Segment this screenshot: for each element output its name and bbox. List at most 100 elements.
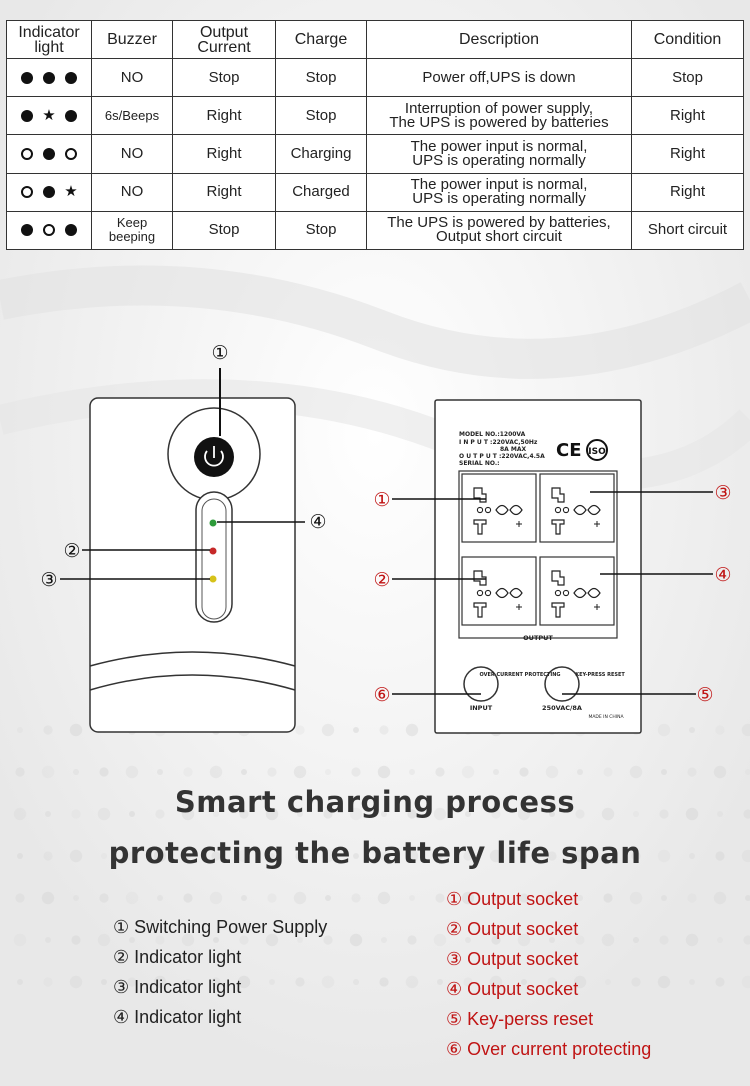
rear-callout-5: ⑤ [696,684,713,706]
background-dot [687,767,697,777]
filled-light-icon [21,109,33,122]
background-dot [689,979,695,985]
background-dot [321,975,335,989]
background-dot [377,765,391,779]
background-dot [41,765,55,779]
background-dot [519,893,529,903]
buzzer-cell: Keep beeping [91,210,173,251]
background-dot [717,937,723,943]
background-dot [321,849,335,863]
charge-cell: Charging [275,134,367,174]
background-dot [127,851,137,861]
output-label: OUTPUT [523,634,553,642]
filled-light-icon [21,224,33,237]
condition-cell: Right [631,172,744,212]
background-dot [353,727,359,733]
background-dot [461,765,475,779]
background-dot [321,723,335,737]
key-press-label: KEY-PRESS RESET [575,672,625,678]
background-dot [517,807,531,821]
background-dot [237,849,251,863]
background-dot [685,933,699,947]
background-dot [97,933,111,947]
output-socket-3[interactable] [461,556,537,626]
header-output-current: Output Current [172,20,276,59]
indicator-lights-cell [6,134,92,174]
output-socket-2[interactable] [539,473,615,543]
output-current-cell: Right [172,96,276,136]
model-line-3: 8A MAX [500,446,527,453]
background-dot [713,891,727,905]
background-dot [101,853,107,859]
key-press-reset[interactable] [544,666,580,702]
indicator-lights-cell: ★ [6,172,92,212]
background-dot [295,977,305,987]
background-dot [129,811,135,817]
star-light-icon: ★ [42,106,56,124]
background-dot [547,977,557,987]
power-button[interactable] [194,437,234,477]
indicator-lights-cell: ★ [6,96,92,136]
rear-callout-2: ② [373,569,390,591]
background-dot [661,895,667,901]
legend-left-item: ③ Indicator light [113,977,242,997]
background-dot [573,849,587,863]
background-dot [181,807,195,821]
model-line-4: O U T P U T :220VAC,4.5A [459,453,545,460]
output-current-cell: Stop [172,57,276,98]
header-condition: Condition [631,20,744,59]
background-dot [13,933,27,947]
filled-light-icon [65,71,77,84]
background-dot [493,769,499,775]
rear-callout-1: ① [373,489,390,511]
background-dot [405,975,419,989]
legend-right-item: ⑤ Key-perss reset [446,1009,594,1029]
background-dot [239,935,249,945]
model-line-1: MODEL NO.:1200VA [459,431,526,438]
background-dot [407,809,417,819]
background-dot [265,933,279,947]
background-dot [405,723,419,737]
output-socket-1[interactable] [461,473,537,543]
background-dot [741,975,750,989]
description-line-2: UPS is operating normally [412,151,586,169]
description-cell: The UPS is powered by batteries,Output s… [366,210,632,251]
background-dot [717,811,723,817]
buzzer-cell: NO [91,57,173,98]
background-dot [685,807,699,821]
background-dot [405,849,419,863]
charge-cell: Stop [275,210,367,251]
front-panel: ① ④ ② ③ [40,342,327,733]
header-charge: Charge [275,20,367,59]
background-dot [743,935,750,945]
background-dot [71,935,81,945]
background-dot [521,853,527,859]
description-line-2: The UPS is powered by batteries [389,113,609,131]
made-in-label: MADE IN CHINA [588,714,624,720]
background-dot [605,979,611,985]
filled-light-icon [65,109,77,122]
background-dot [295,725,305,735]
over-current-protector[interactable] [463,666,499,702]
description-cell: The power input is normal,UPS is operati… [366,172,632,212]
indicator-status-table: Indicator light Buzzer Output Current Ch… [6,20,744,251]
background-dot [73,895,79,901]
output-current-cell: Stop [172,210,276,251]
background-dot [689,727,695,733]
legend-right-item: ③ Output socket [446,949,579,969]
background-dot [349,807,363,821]
output-socket-4[interactable] [539,556,615,626]
rear-callout-4: ④ [714,564,731,586]
background-dot [659,935,669,945]
description-line-1: The power input is normal, [410,176,588,194]
background-dot [293,765,307,779]
background-dot [297,937,303,943]
front-callout-3: ③ [40,569,57,591]
front-callout-2: ② [63,540,80,562]
background-dot [69,723,83,737]
background-dot [157,769,163,775]
background-dot [687,893,697,903]
description-line-2: UPS is operating normally [412,190,586,208]
